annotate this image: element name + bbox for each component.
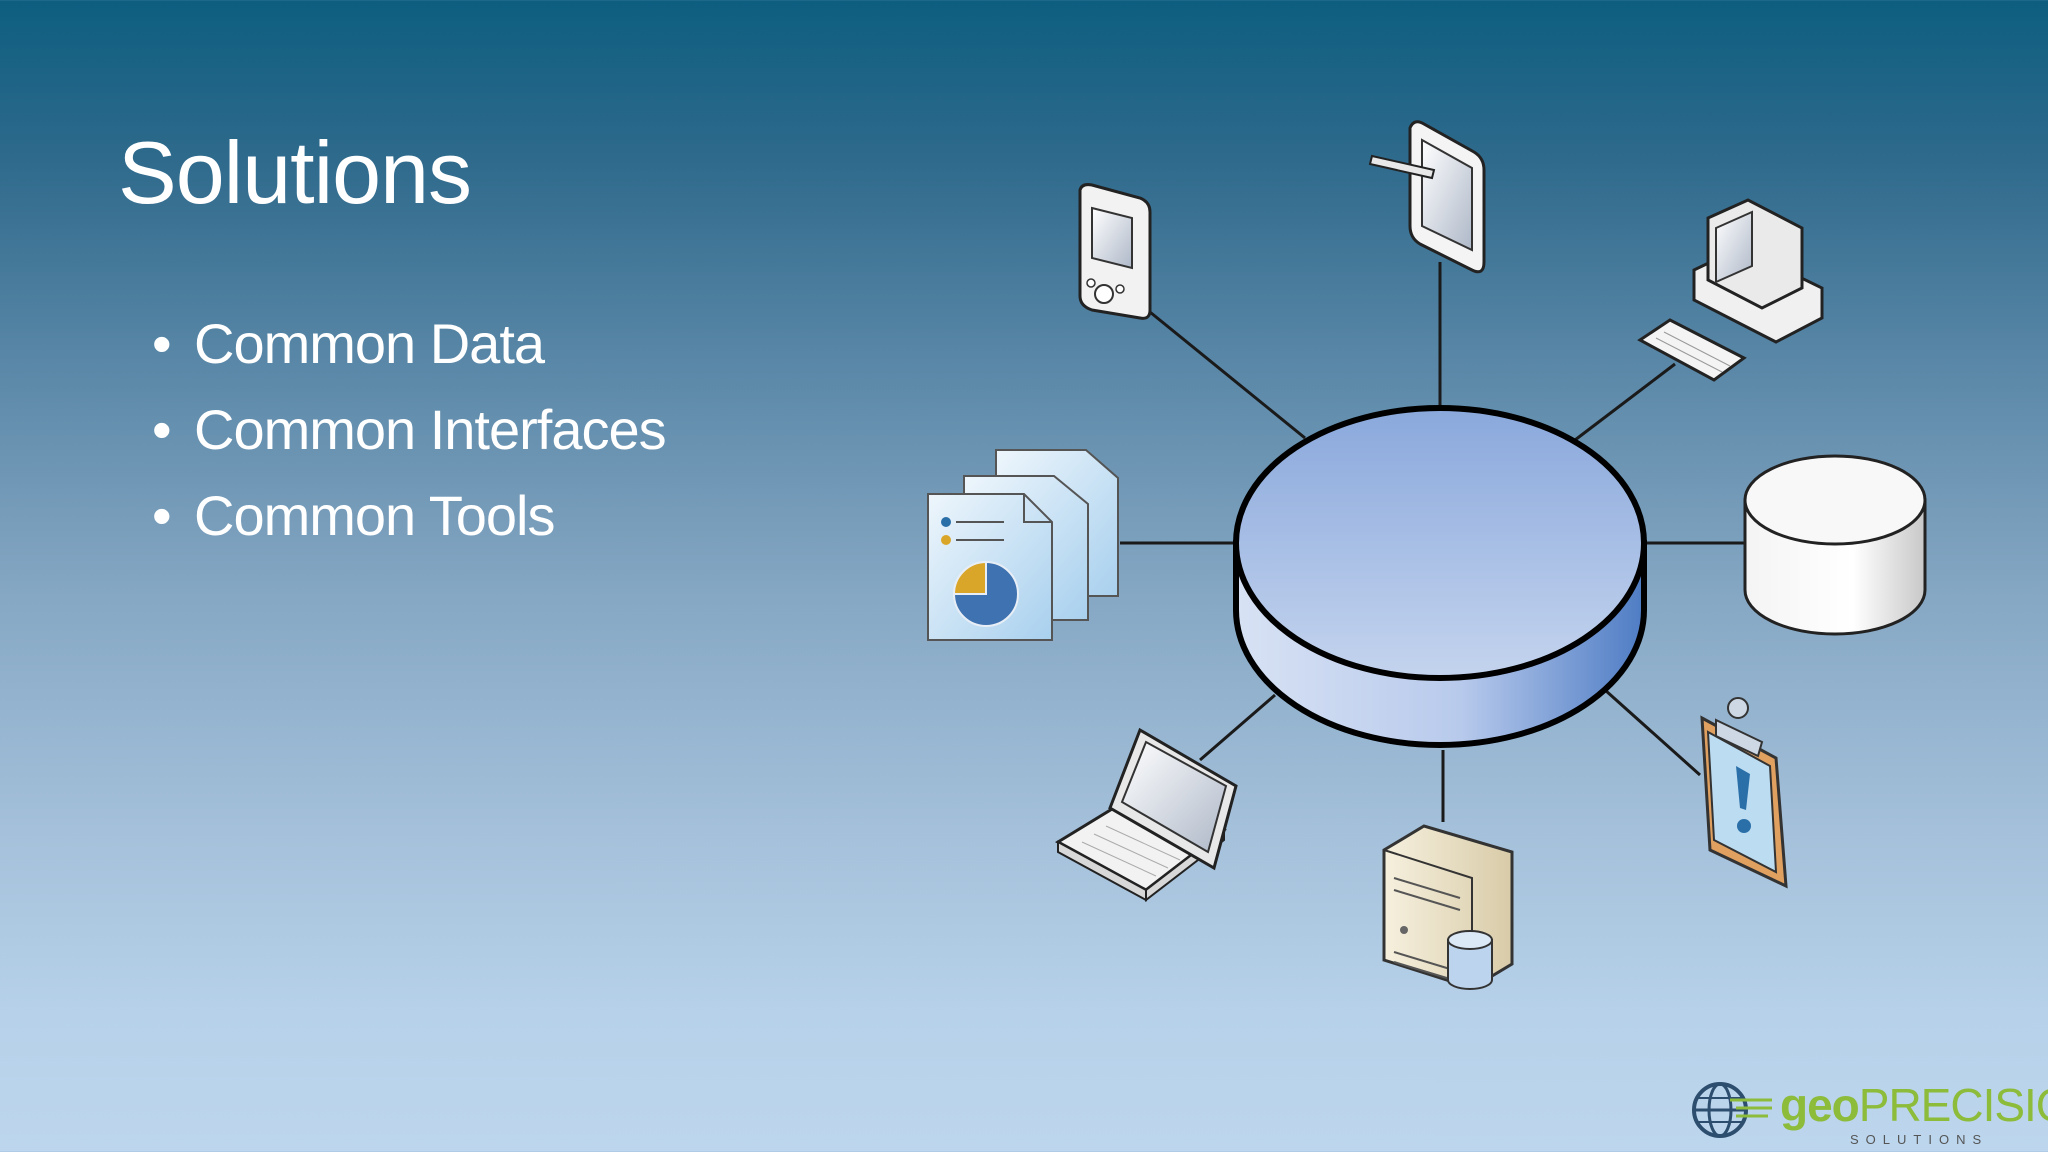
bullet-list: • Common Data • Common Interfaces • Common … (152, 308, 667, 566)
bullet-item: • Common Data (152, 308, 666, 394)
bullet-text: Common Interfaces (194, 398, 667, 461)
documents-report-icon (927, 449, 1119, 641)
bullet-dot: • (152, 312, 172, 375)
logo-wordmark: geoPRECISION (1780, 1078, 2048, 1132)
slide-title: Solutions (118, 123, 472, 222)
logo-geo-text: geo (1780, 1079, 1860, 1131)
logo-tagline: SOLUTIONS (1850, 1132, 1989, 1147)
bullet-dot: • (152, 398, 172, 461)
database-icon (1743, 454, 1927, 636)
tablet-icon (1368, 120, 1486, 274)
bullet-text: Common Data (194, 312, 545, 375)
connector-line (1144, 306, 1306, 440)
pda-icon (1078, 183, 1152, 320)
server-icon (1382, 824, 1514, 990)
bullet-dot: • (152, 484, 172, 547)
connector-line (1199, 693, 1276, 762)
clipboard-alert-icon (1700, 697, 1788, 889)
logo-precision-text: PRECISION (1858, 1079, 2048, 1131)
bullet-item: • Common Tools (152, 480, 666, 566)
connector-line (1603, 688, 1702, 777)
bullet-item: • Common Interfaces (152, 394, 667, 480)
desktop-computer-icon (1637, 198, 1824, 382)
connector-line (1574, 362, 1676, 442)
company-logo: geoPRECISION SOLUTIONS (1690, 1078, 2048, 1148)
laptop-icon (1055, 727, 1238, 903)
central-database-icon (1233, 405, 1647, 748)
connector-lines (1120, 262, 1745, 822)
globe-icon (1692, 1082, 1772, 1138)
bullet-text: Common Tools (194, 484, 555, 547)
